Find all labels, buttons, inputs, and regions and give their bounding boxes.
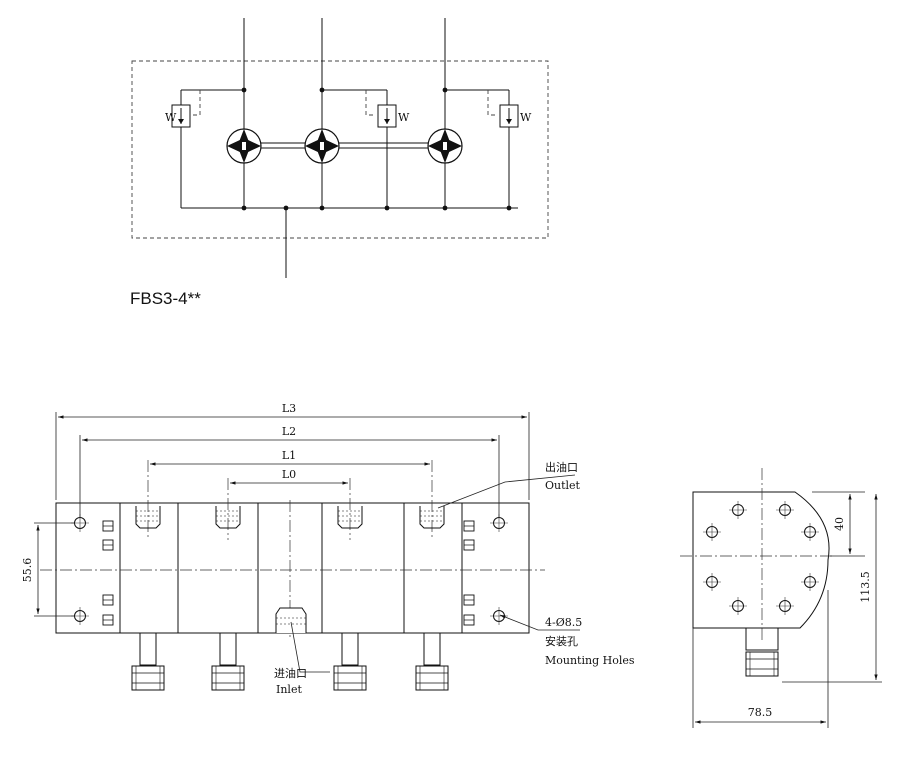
spring-mark-3: W — [520, 111, 532, 124]
front-view: L3 L2 L1 L0 55.6 出油口 Outlet 进油口 Inlet 4-… — [21, 402, 635, 696]
adjust-nut-icon — [745, 651, 779, 677]
inlet-port-icon — [275, 607, 307, 633]
mounting-hole-icon — [775, 500, 795, 520]
adjust-nut-icon — [131, 665, 165, 691]
mounting-label-en: Mounting Holes — [545, 654, 635, 667]
bolt-icon — [102, 614, 114, 626]
mounting-hole-icon — [702, 572, 722, 592]
gear-motor-icon — [304, 128, 340, 164]
inlet-label-en: Inlet — [276, 683, 302, 696]
dim-L3: L3 — [282, 402, 296, 415]
hole-spec: 4-Ø8.5 — [545, 616, 582, 629]
dim-L1: L1 — [282, 449, 296, 462]
bolt-icon — [102, 539, 114, 551]
mounting-hole-icon — [728, 596, 748, 616]
mounting-hole-icon — [489, 606, 509, 626]
dim-55-6: 55.6 — [21, 558, 34, 583]
side-view: 40 113.5 78.5 — [680, 468, 882, 728]
mounting-hole-icon — [775, 596, 795, 616]
bolt-icon — [463, 539, 475, 551]
bolt-icon — [463, 594, 475, 606]
outlet-label-en: Outlet — [545, 479, 581, 492]
spring-mark-1: W — [165, 111, 177, 124]
schematic-boundary — [131, 60, 549, 239]
adjust-nut-icon — [415, 665, 449, 691]
adjust-nut-icon — [211, 665, 245, 691]
dim-L0: L0 — [282, 468, 296, 481]
bolt-icon — [102, 520, 114, 532]
bolt-icon — [463, 614, 475, 626]
relief-valve-icon — [499, 104, 519, 128]
adjust-nut-icon — [333, 665, 367, 691]
mounting-label-cn: 安装孔 — [545, 634, 578, 648]
dim-L2: L2 — [282, 425, 296, 438]
mounting-hole-icon — [728, 500, 748, 520]
dim-113-5: 113.5 — [859, 571, 872, 603]
model-number: FBS3-4** — [130, 289, 201, 308]
dim-40: 40 — [833, 517, 846, 531]
relief-valve-icon — [377, 104, 397, 128]
mounting-hole-icon — [800, 572, 820, 592]
gear-motor-icon — [427, 128, 463, 164]
bolt-icon — [102, 594, 114, 606]
mounting-hole-icon — [800, 522, 820, 542]
hydraulic-schematic: W W W — [131, 18, 549, 278]
dim-78-5: 78.5 — [748, 706, 773, 719]
side-body — [692, 491, 830, 629]
bolt-icon — [463, 520, 475, 532]
spring-mark-2: W — [398, 111, 410, 124]
outlet-label-cn: 出油口 — [545, 460, 578, 474]
inlet-label-cn: 进油口 — [274, 666, 307, 680]
mounting-hole-icon — [702, 522, 722, 542]
gear-motor-icon — [226, 128, 262, 164]
